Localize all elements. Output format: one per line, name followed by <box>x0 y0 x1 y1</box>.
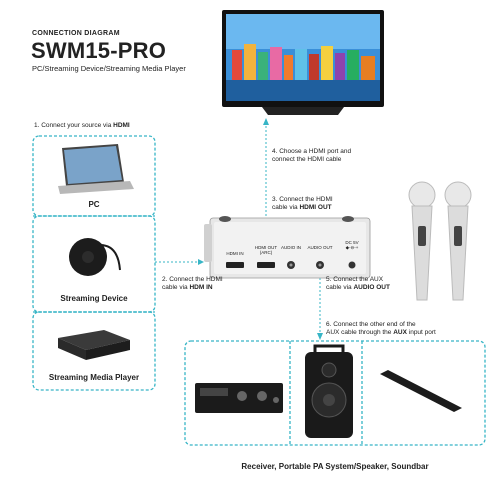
step-1-text: 1. Connect your source via HDMI <box>34 122 130 129</box>
pc-label: PC <box>88 200 100 209</box>
pa-speaker-illustration <box>305 344 353 438</box>
swm15-receiver-illustration <box>204 216 371 279</box>
outputs-caption: Receiver, Portable PA System/Speaker, So… <box>241 462 429 471</box>
product-title: SWM15-PRO <box>31 38 167 63</box>
streaming-device-label: Streaming Device <box>60 294 128 303</box>
step-3-text: 3. Connect the HDMI cable via HDMI OUT <box>272 196 333 211</box>
dc-power-port-label: DC 5V ◆-⊖-+ <box>345 240 359 250</box>
soundbar-illustration <box>380 370 462 412</box>
audio-out-port-label: AUDIO OUT <box>307 245 333 250</box>
media-player-illustration <box>58 330 130 360</box>
hdmi-out-port-label: HDMI OUT (ARC) <box>254 245 278 255</box>
diagram-subtitle: CONNECTION DIAGRAM <box>32 30 120 37</box>
step-6-text: 6. Connect the other end of the AUX cabl… <box>326 321 436 336</box>
product-description: PC/Streaming Device/Streaming Media Play… <box>32 64 186 73</box>
microphones-illustration <box>408 181 472 301</box>
step-5-text: 5. Connect the AUX cable via AUDIO OUT <box>326 276 390 291</box>
audio-in-port-label: AUDIO IN <box>280 245 301 250</box>
hdmi-in-port-label: HDMI IN <box>226 251 244 256</box>
av-receiver-illustration <box>195 383 283 413</box>
laptop-illustration <box>58 144 134 194</box>
tv-illustration <box>222 10 384 115</box>
streaming-device-illustration <box>69 238 121 276</box>
step-4-text: 4. Choose a HDMI port and connect the HD… <box>272 148 352 163</box>
media-player-label: Streaming Media Player <box>48 373 140 382</box>
step-2-text: 2. Connect the HDMI cable via HDM IN <box>162 276 223 291</box>
